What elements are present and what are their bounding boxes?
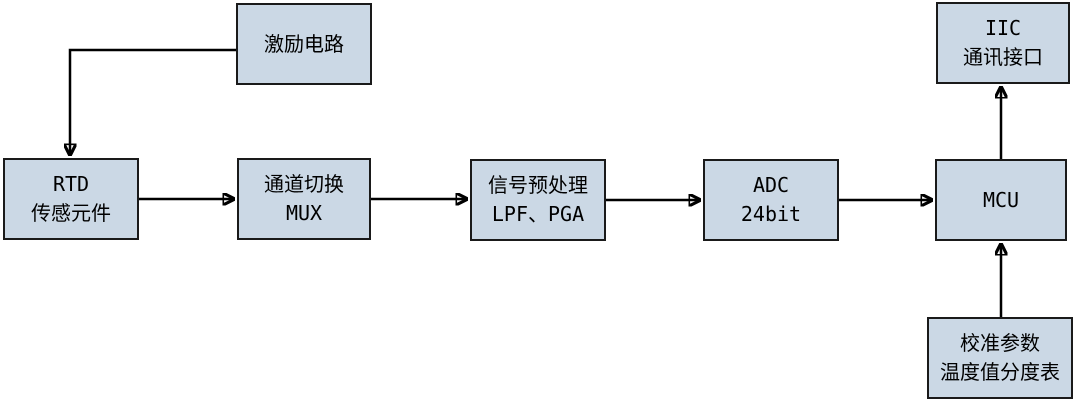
node-label-line: 传感元件 (31, 201, 111, 225)
node-label-line: MUX (285, 201, 323, 225)
node-label-line: 24bit (740, 202, 802, 226)
node-iic-interface: IIC 通讯接口 (936, 2, 1070, 84)
node-label-line: IIC (984, 16, 1022, 40)
node-rtd-sensor: RTD 传感元件 (3, 158, 139, 240)
node-label-line: ADC (752, 173, 790, 197)
node-label-line: 信号预处理 (488, 173, 588, 197)
node-signal-preprocess: 信号预处理 LPF、PGA (470, 159, 606, 241)
node-calibration-table: 校准参数 温度值分度表 (927, 317, 1073, 399)
node-label-line: 温度值分度表 (940, 360, 1060, 384)
node-excitation-circuit: 激励电路 (236, 3, 372, 85)
node-label-line: 通道切换 (264, 172, 344, 196)
node-label-line: 校准参数 (960, 331, 1040, 355)
edge-excitation-to-rtd (70, 48, 236, 156)
node-adc: ADC 24bit (703, 159, 839, 241)
node-mcu: MCU (935, 159, 1067, 241)
node-label-line: 通讯接口 (963, 45, 1043, 69)
node-label-line: LPF、PGA (491, 202, 585, 226)
node-label-line: 激励电路 (264, 31, 344, 56)
node-channel-mux: 通道切换 MUX (237, 158, 371, 240)
node-label-line: MCU (982, 187, 1020, 212)
node-label-line: RTD (52, 172, 90, 196)
